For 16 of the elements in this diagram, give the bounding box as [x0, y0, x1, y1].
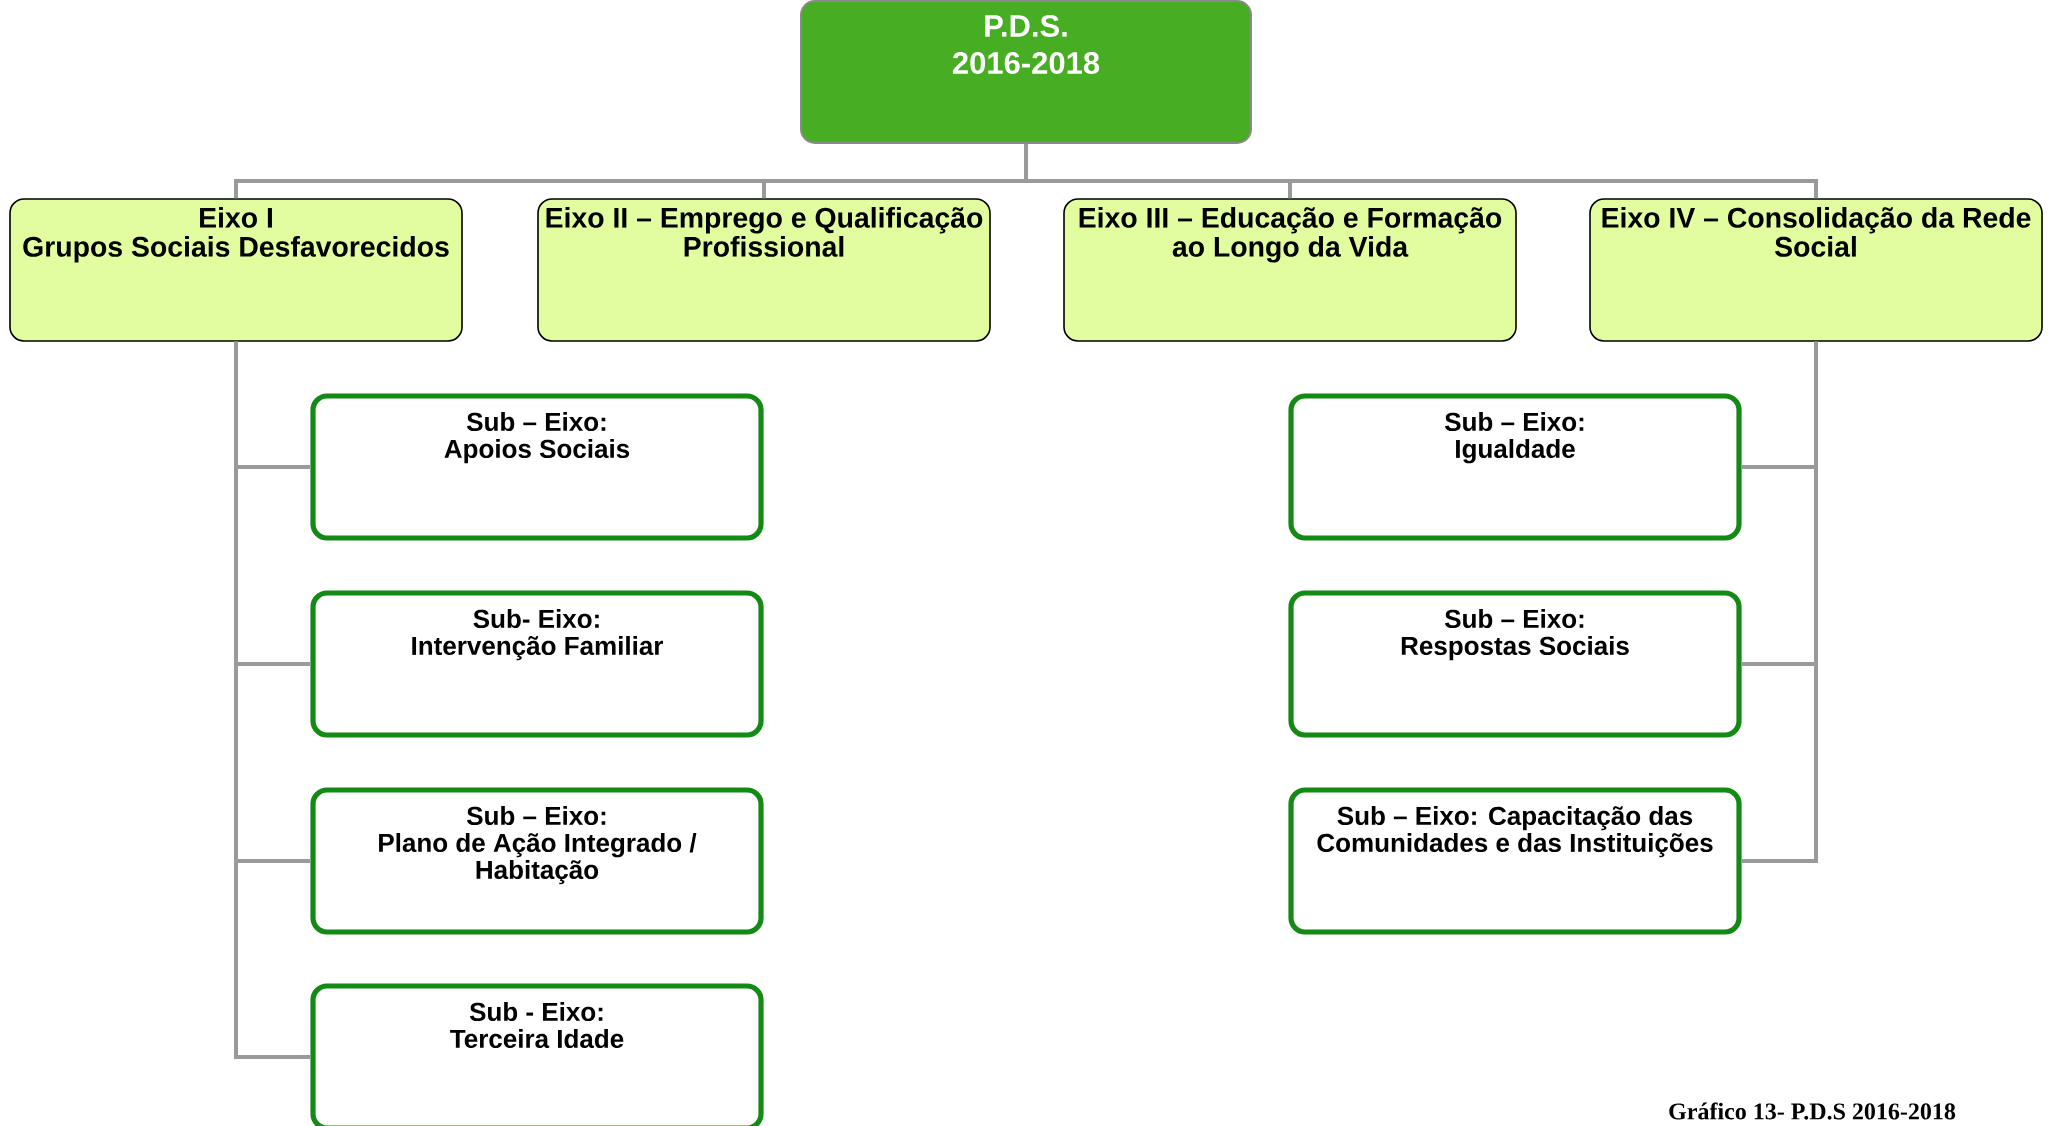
sub-axis-box: Sub- Eixo: Intervenção Familiar — [310, 590, 764, 738]
sub-axis-box: Sub – Eixo: Igualdade — [1288, 393, 1742, 541]
sub-axis-box: Sub - Eixo: Terceira Idade — [310, 983, 764, 1126]
sub-axis-box: Sub – Eixo: Capacitação das Comunidades e das Instituições — [1288, 787, 1742, 935]
connector-line — [234, 341, 311, 1059]
title-box: P.D.S. 2016-2018 — [800, 0, 1252, 144]
axis-box: Eixo II – Emprego e Qualificação Profissional — [537, 198, 991, 342]
connector-line — [1741, 341, 1818, 863]
axis-box: Eixo IV – Consolidação da Rede Social — [1589, 198, 2043, 342]
sub-axis-box: Sub – Eixo: Plano de Ação Integrado / Habitação — [310, 787, 764, 935]
sub-axis-box: Sub – Eixo: Apoios Sociais — [310, 393, 764, 541]
sub-axis-box: Sub – Eixo: Respostas Sociais — [1288, 590, 1742, 738]
axis-box: Eixo I Grupos Sociais Desfavorecidos — [9, 198, 463, 342]
connector-line — [1024, 144, 1818, 199]
axis-box: Eixo III – Educação e Formação ao Longo da Vida — [1063, 198, 1517, 342]
caption: Gráfico 13- P.D.S 2016-2018 — [1669, 1102, 1956, 1120]
